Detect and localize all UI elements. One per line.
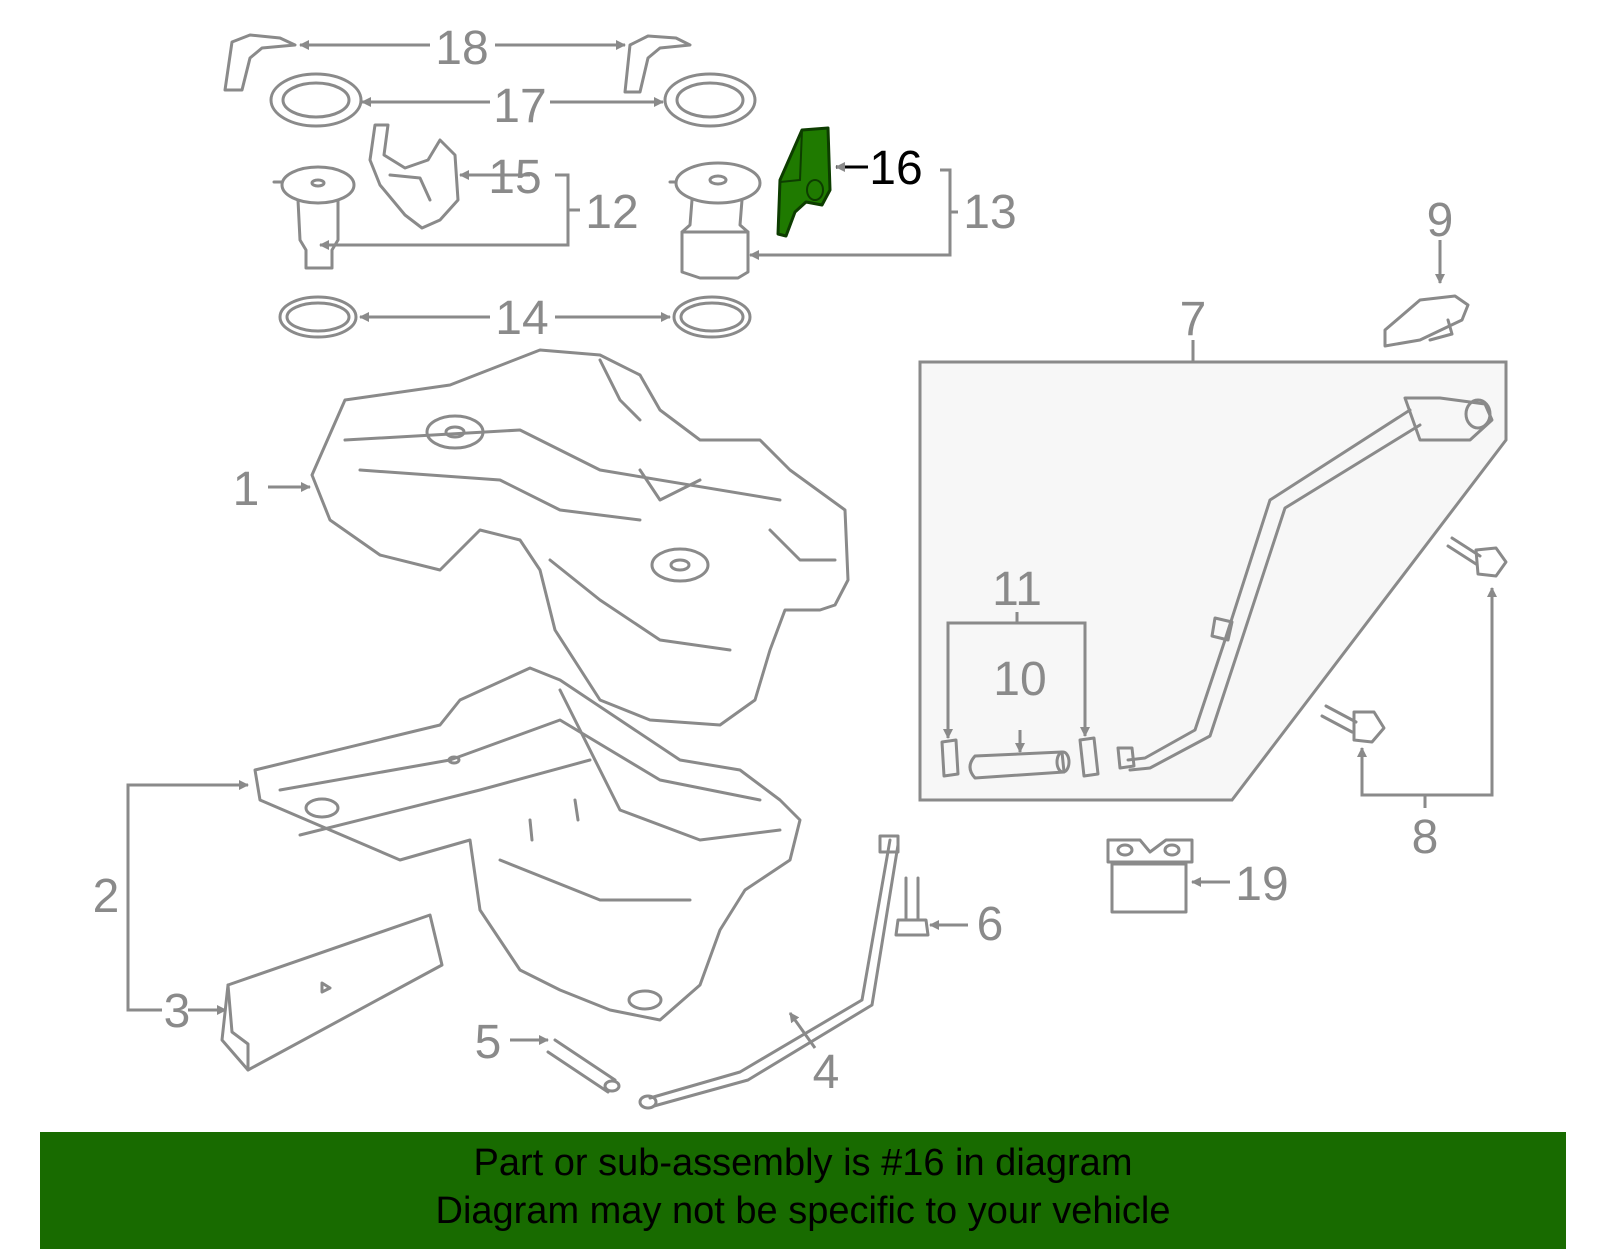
banner-line-part-info: Part or sub-assembly is #16 in diagram xyxy=(473,1142,1133,1184)
callout-18: 18 xyxy=(435,22,488,75)
part-17-lock-ring-right xyxy=(663,72,757,128)
callout-9: 9 xyxy=(1427,194,1454,247)
part-3-shield xyxy=(220,913,444,1072)
callout-3: 3 xyxy=(164,985,191,1038)
part-1-fuel-tank xyxy=(310,348,850,727)
callout-12: 12 xyxy=(585,186,638,239)
part-14-o-ring-left xyxy=(278,295,358,339)
info-banner: Part or sub-assembly is #16 in diagram D… xyxy=(40,1132,1566,1249)
callout-15: 15 xyxy=(488,151,541,204)
callout-14: 14 xyxy=(495,292,548,345)
part-6-bolt xyxy=(894,876,930,937)
part-13-pump-module xyxy=(668,161,762,280)
part-14-o-ring-right xyxy=(672,295,752,339)
callout-2: 2 xyxy=(93,870,120,923)
part-19-pad xyxy=(1106,838,1194,914)
part-2-heat-shield xyxy=(253,666,802,1022)
part-12-sender-unit xyxy=(272,165,356,270)
part-10-hose xyxy=(968,750,1071,780)
callout-5: 5 xyxy=(475,1016,502,1069)
part-15-bracket xyxy=(368,123,460,230)
part-8-bolt-upper xyxy=(1446,536,1508,578)
part-18-bracket-left xyxy=(223,33,297,92)
callout-10: 10 xyxy=(993,653,1046,706)
callout-11: 11 xyxy=(992,563,1042,616)
callout-1: 1 xyxy=(233,463,260,516)
callout-7: 7 xyxy=(1180,293,1207,346)
callout-19: 19 xyxy=(1235,858,1288,911)
banner-line-disclaimer: Diagram may not be specific to your vehi… xyxy=(435,1190,1171,1232)
part-17-lock-ring-left xyxy=(269,72,363,128)
part-11-clamp-left xyxy=(940,738,960,778)
part-8-bolt-lower xyxy=(1320,704,1386,744)
callout-6: 6 xyxy=(977,898,1004,951)
callout-16: 16 xyxy=(869,142,922,195)
callout-4: 4 xyxy=(813,1046,840,1099)
part-9-clip xyxy=(1383,294,1470,348)
part-11-clamp-right xyxy=(1078,736,1100,778)
callout-17: 17 xyxy=(493,80,546,133)
part-18-bracket-right xyxy=(623,34,692,94)
part-16-highlighted xyxy=(776,126,832,238)
part-5-pin xyxy=(546,1038,621,1094)
callout-13: 13 xyxy=(963,186,1016,239)
callout-8: 8 xyxy=(1412,811,1439,864)
part-7-filler-pipe-assembly-box xyxy=(918,340,1508,802)
